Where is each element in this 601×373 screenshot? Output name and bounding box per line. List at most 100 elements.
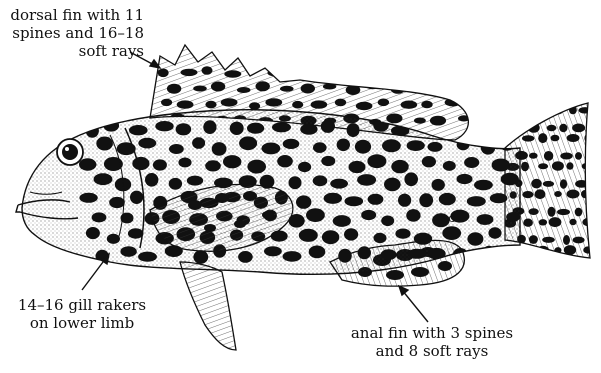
spot bbox=[262, 143, 281, 155]
spot bbox=[296, 195, 311, 208]
spot bbox=[584, 134, 591, 143]
spot bbox=[212, 142, 227, 156]
spot bbox=[547, 125, 557, 131]
spot bbox=[324, 193, 342, 204]
spot bbox=[477, 214, 494, 225]
spot bbox=[559, 124, 567, 132]
spot bbox=[246, 66, 257, 75]
spot bbox=[205, 160, 221, 171]
spot bbox=[79, 158, 96, 170]
spot bbox=[553, 106, 563, 115]
anal-label-line-2: and 8 soft rays bbox=[332, 342, 532, 360]
gill-rakers-label: 14–16 gill rakers on lower limb bbox=[0, 296, 164, 332]
spot bbox=[441, 70, 458, 77]
spot bbox=[187, 176, 203, 186]
spot bbox=[506, 212, 520, 222]
spot bbox=[544, 151, 553, 161]
spot bbox=[492, 159, 510, 172]
spot bbox=[155, 121, 173, 131]
spot bbox=[238, 251, 253, 263]
spot bbox=[298, 162, 311, 172]
spot bbox=[509, 248, 517, 255]
spot bbox=[357, 174, 376, 186]
spot bbox=[406, 209, 420, 222]
pelvic-fin bbox=[180, 262, 236, 350]
spot bbox=[128, 228, 144, 238]
spot bbox=[264, 246, 282, 256]
spot bbox=[467, 232, 483, 245]
spot bbox=[422, 156, 436, 167]
spot bbox=[507, 135, 514, 144]
spot bbox=[96, 137, 113, 151]
spot bbox=[428, 142, 443, 152]
spot bbox=[522, 135, 534, 141]
spot bbox=[356, 102, 373, 110]
spot bbox=[557, 209, 570, 215]
spot bbox=[313, 142, 327, 153]
spot bbox=[515, 124, 522, 131]
spot bbox=[539, 219, 547, 225]
spot bbox=[311, 100, 328, 108]
spot bbox=[567, 190, 580, 199]
spot bbox=[551, 135, 560, 142]
spot bbox=[309, 246, 326, 259]
spot bbox=[272, 122, 291, 132]
spot bbox=[230, 122, 244, 135]
spot bbox=[445, 98, 462, 106]
spot bbox=[203, 120, 216, 134]
spot bbox=[569, 219, 576, 225]
spot bbox=[382, 139, 401, 152]
spot bbox=[86, 227, 100, 239]
spot bbox=[414, 118, 426, 124]
spot bbox=[524, 105, 531, 115]
spot bbox=[130, 191, 143, 204]
spot bbox=[310, 67, 327, 74]
spot bbox=[401, 101, 418, 109]
spot bbox=[291, 68, 302, 77]
spot bbox=[345, 196, 364, 206]
spot bbox=[335, 99, 346, 107]
spot bbox=[439, 193, 456, 205]
dorsal-label-line-3: soft rays bbox=[0, 42, 144, 60]
spot bbox=[502, 250, 516, 262]
spot bbox=[572, 124, 585, 133]
spot bbox=[430, 116, 446, 126]
spot bbox=[145, 173, 158, 187]
spot bbox=[443, 161, 456, 171]
spot bbox=[489, 124, 503, 138]
spot bbox=[575, 152, 582, 160]
spot bbox=[221, 98, 238, 106]
spot bbox=[192, 137, 205, 149]
spot bbox=[338, 249, 352, 263]
anal-fin-label: anal fin with 3 spines and 8 soft rays bbox=[332, 324, 532, 360]
spot bbox=[542, 237, 555, 243]
spot bbox=[256, 81, 270, 91]
spot bbox=[321, 120, 335, 133]
spot bbox=[79, 193, 97, 203]
spot bbox=[94, 173, 113, 185]
spot bbox=[404, 172, 418, 186]
spot bbox=[381, 249, 397, 260]
spot bbox=[202, 66, 213, 75]
spot bbox=[435, 82, 450, 92]
spot bbox=[391, 160, 408, 173]
spot bbox=[247, 160, 266, 174]
spot bbox=[322, 230, 339, 244]
spot bbox=[501, 173, 519, 186]
spot bbox=[161, 99, 172, 106]
spot bbox=[292, 101, 303, 109]
spot bbox=[579, 107, 592, 113]
artist-signature: E.G. bbox=[440, 215, 458, 225]
spot bbox=[300, 124, 317, 135]
spot bbox=[414, 233, 432, 245]
gill-label-line-1: 14–16 gill rakers bbox=[0, 296, 164, 314]
spot bbox=[193, 86, 207, 92]
spot bbox=[554, 191, 562, 197]
spot bbox=[205, 101, 216, 109]
spot bbox=[224, 70, 241, 77]
spot bbox=[347, 123, 360, 137]
spot bbox=[538, 133, 547, 143]
spot bbox=[374, 233, 387, 243]
spot bbox=[355, 140, 371, 154]
spot bbox=[323, 84, 336, 90]
